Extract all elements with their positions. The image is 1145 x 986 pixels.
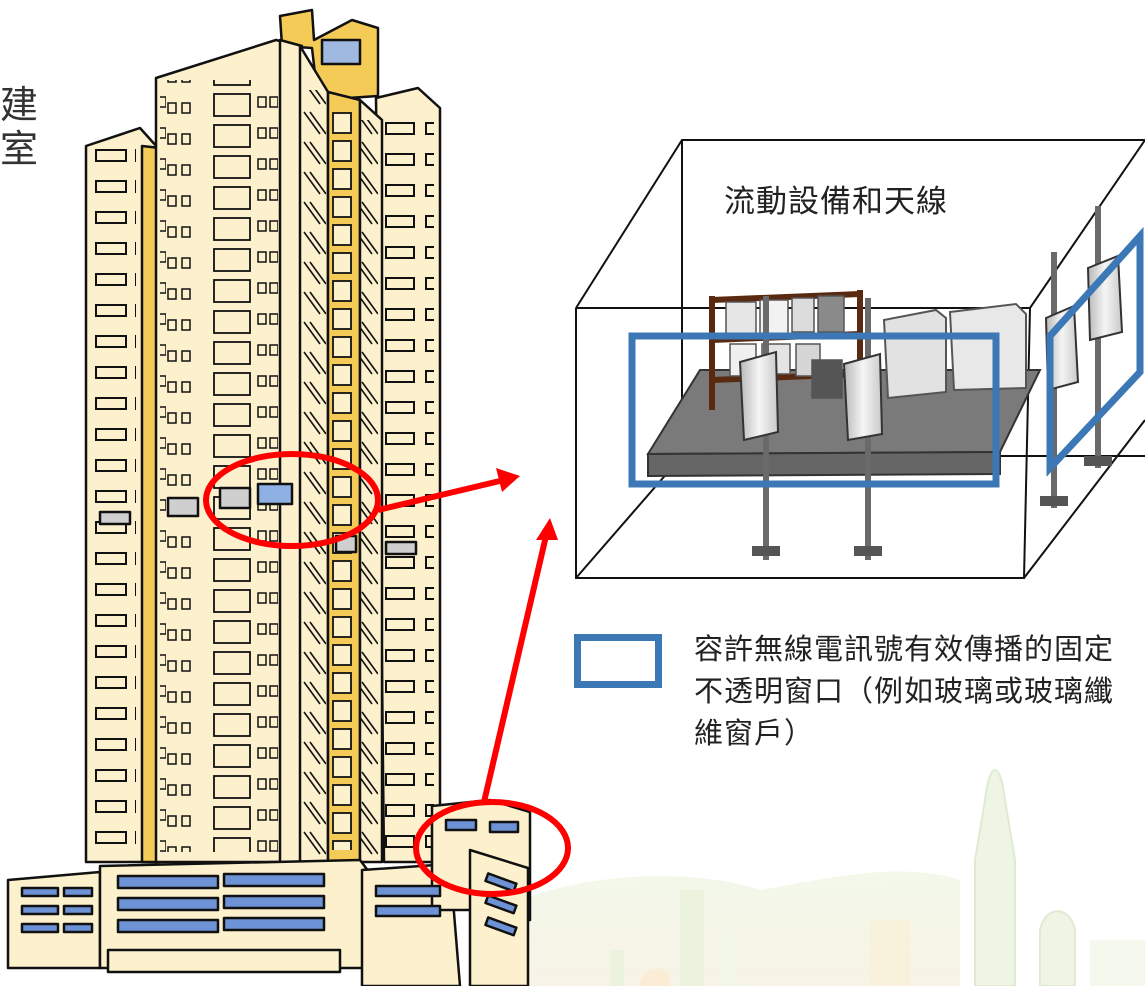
blue-window-side [1046,226,1144,477]
highlight-circle-upper [203,451,381,549]
arrow-head-upper [496,468,520,492]
highlight-circle-lower [413,799,571,897]
left-text-fragment-2: 室 [0,127,38,171]
left-text-fragment-1: 建 [0,83,38,127]
legend-text: 容許無線電訊號有效傳播的固定不透明窗口（例如玻璃或玻璃纖維窗戶） [694,632,1115,750]
equipment-room-illustration [575,139,1145,579]
arrow-upper [377,477,505,513]
skyline-background [520,769,1145,986]
blue-window-front [628,332,1000,488]
legend-swatch [574,634,662,688]
highlight-annotations [203,451,571,897]
equipment-room-title: 流動設備和天線 [724,184,948,220]
arrow-lower [481,535,549,803]
arrow-head-lower [536,518,558,540]
building-illustration [6,8,532,986]
